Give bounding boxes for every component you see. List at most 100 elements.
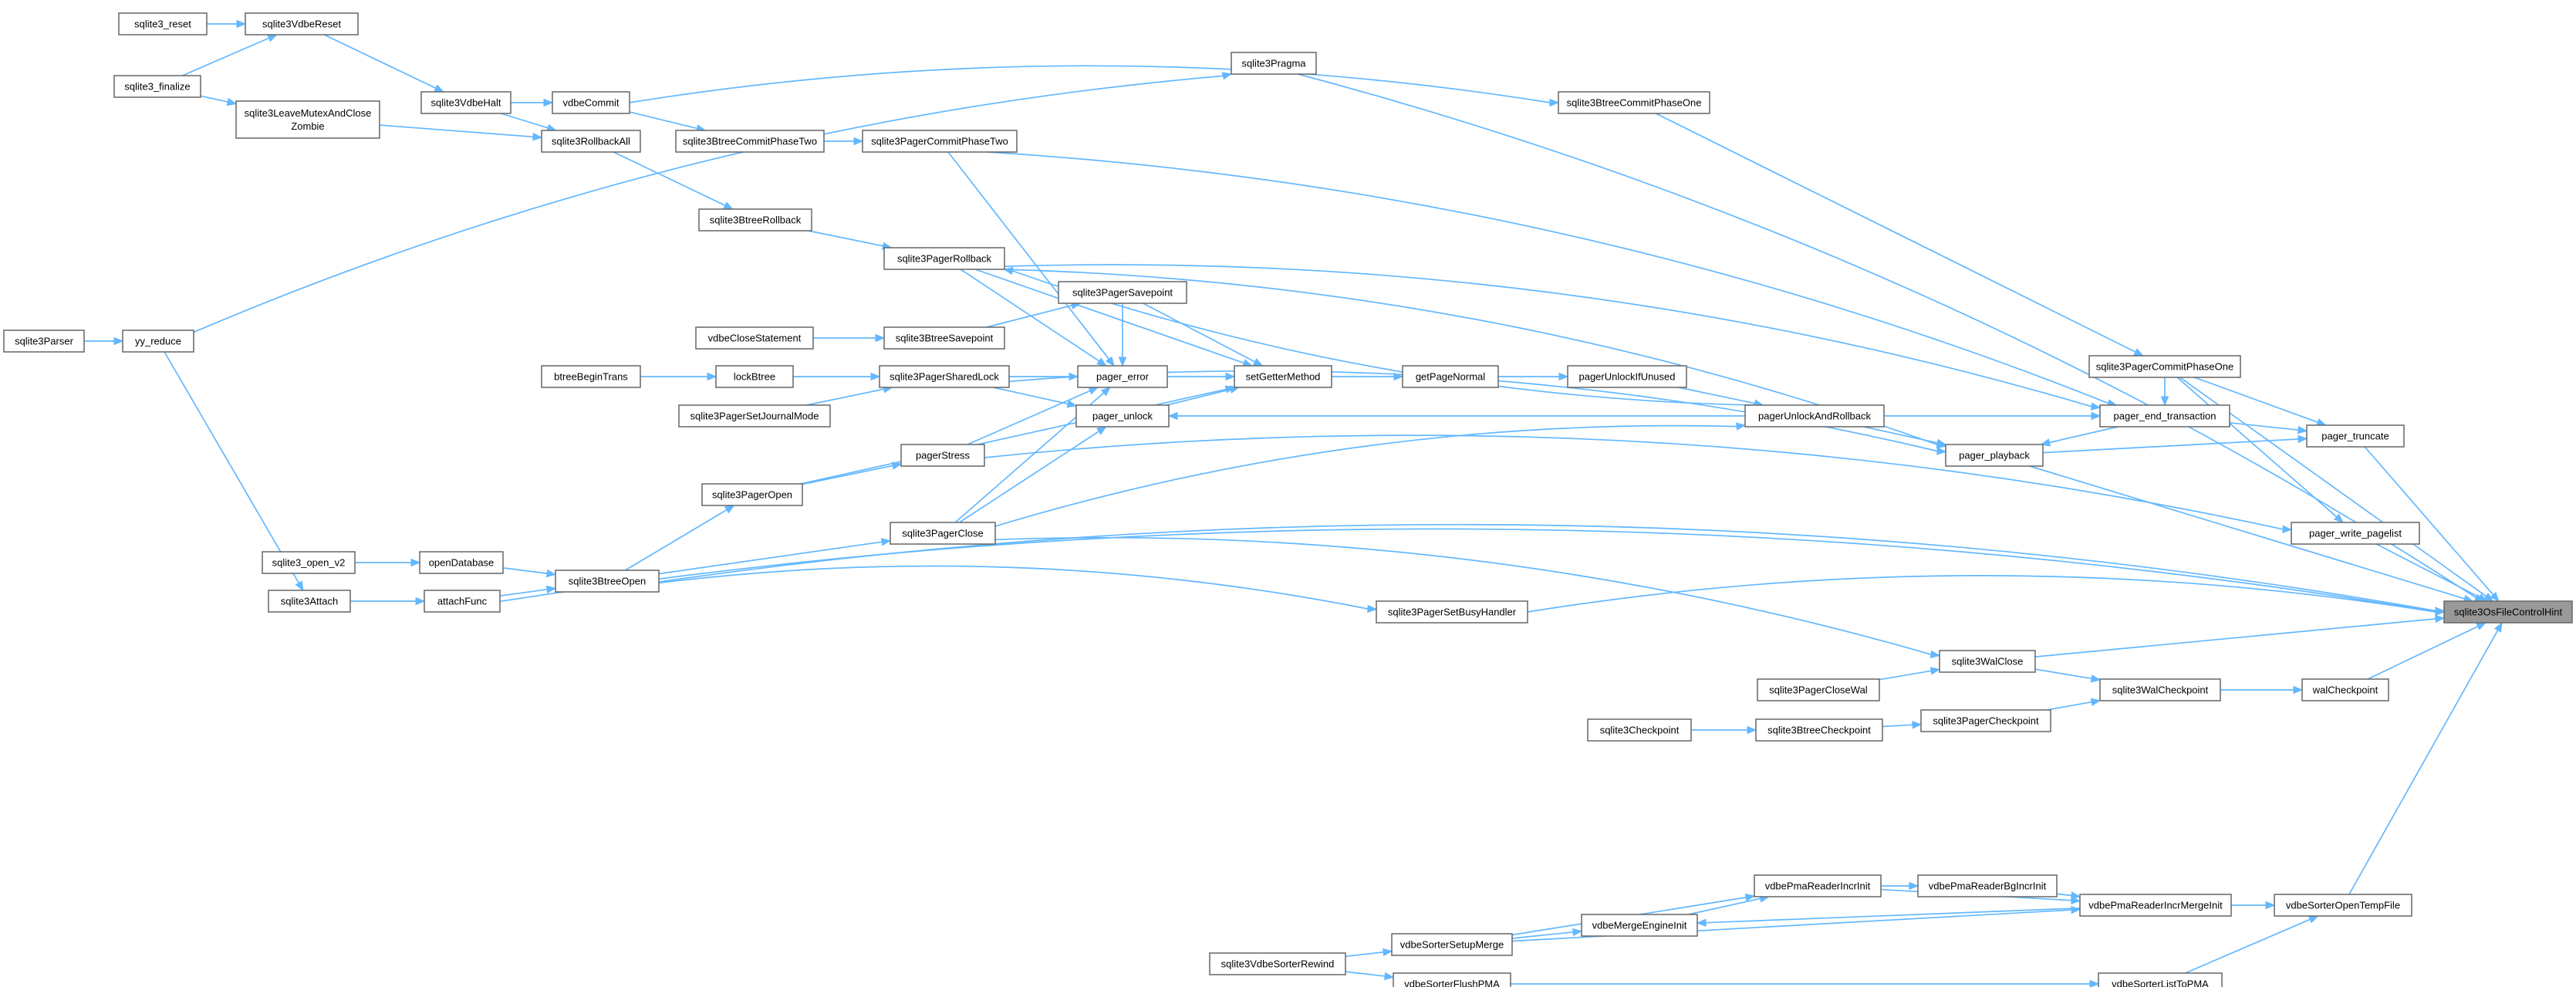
arrowhead-icon xyxy=(2308,915,2319,924)
node-label: sqlite3PagerCommitPhaseTwo xyxy=(871,136,1008,147)
edge-sqlite3VdbeSorterRewind-to-vdbeSorterFlushPMA xyxy=(1345,971,1395,981)
node-label: vdbeCommit xyxy=(563,97,620,109)
node-pager_error[interactable]: pager_error xyxy=(1077,365,1168,388)
node-sqlite3PagerCloseWal[interactable]: sqlite3PagerCloseWal xyxy=(1757,678,1880,701)
edge-sqlite3VdbeHalt-to-sqlite3RollbackAll xyxy=(501,113,557,132)
edge-line xyxy=(808,230,883,247)
node-box xyxy=(1391,933,1513,956)
node-sqlite3PagerSetJournalMode[interactable]: sqlite3PagerSetJournalMode xyxy=(678,404,831,428)
node-sqlite3BtreeSavepoint[interactable]: sqlite3BtreeSavepoint xyxy=(883,326,1005,350)
edge-vdbePmaReaderIncrMergeInit-to-vdbeSorterOpenTempFile xyxy=(2231,901,2276,910)
arrowhead-icon xyxy=(1105,356,1115,367)
node-pager_playback[interactable]: pager_playback xyxy=(1945,444,2044,467)
edge-line xyxy=(1655,113,2136,353)
node-label: sqlite3PagerCheckpoint xyxy=(1933,715,2039,727)
arrowhead-icon xyxy=(2333,513,2344,523)
node-sqlite3RollbackAll[interactable]: sqlite3RollbackAll xyxy=(541,130,641,153)
arrowhead-icon xyxy=(1100,387,1111,397)
arrowhead-icon xyxy=(1735,422,1747,431)
node-box xyxy=(2088,355,2241,378)
node-box xyxy=(678,404,831,428)
node-vdbeSorterFlushPMA[interactable]: vdbeSorterFlushPMA xyxy=(1393,972,1511,987)
edge-vdbePmaReaderBgIncrInit-to-vdbePmaReaderIncrMergeInit xyxy=(2056,891,2081,900)
node-label: getPageNormal xyxy=(1416,371,1485,383)
node-pager_write_pagelist[interactable]: pager_write_pagelist xyxy=(2291,522,2420,545)
node-pager_truncate[interactable]: pager_truncate xyxy=(2306,424,2405,448)
node-vdbePmaReaderIncrMergeInit[interactable]: vdbePmaReaderIncrMergeInit xyxy=(2079,894,2232,917)
node-sqlite3VdbeReset[interactable]: sqlite3VdbeReset xyxy=(245,12,359,35)
node-lockBtree[interactable]: lockBtree xyxy=(715,365,794,388)
node-label: sqlite3RollbackAll xyxy=(552,136,630,147)
arrowhead-icon xyxy=(1096,426,1107,435)
node-label: sqlite3Parser xyxy=(15,336,74,347)
node-sqlite3PagerCheckpoint[interactable]: sqlite3PagerCheckpoint xyxy=(1920,709,2051,732)
arrowhead-icon xyxy=(543,98,554,107)
node-sqlite3_reset[interactable]: sqlite3_reset xyxy=(118,12,208,35)
arrowhead-icon xyxy=(853,137,864,146)
arrowhead-icon xyxy=(1558,372,1569,381)
node-sqlite3BtreeCheckpoint[interactable]: sqlite3BtreeCheckpoint xyxy=(1755,718,1883,742)
node-sqlite3Attach[interactable]: sqlite3Attach xyxy=(268,590,351,613)
node-vdbeSorterSetupMerge[interactable]: vdbeSorterSetupMerge xyxy=(1391,933,1513,956)
node-sqlite3_open_v2[interactable]: sqlite3_open_v2 xyxy=(262,551,356,574)
node-sqlite3PagerClose[interactable]: sqlite3PagerClose xyxy=(890,522,996,545)
node-sqlite3PagerRollback[interactable]: sqlite3PagerRollback xyxy=(883,247,1005,270)
node-setGetterMethod[interactable]: setGetterMethod xyxy=(1234,365,1332,388)
node-sqlite3WalClose[interactable]: sqlite3WalClose xyxy=(1939,650,2036,673)
node-pagerStress[interactable]: pagerStress xyxy=(900,444,985,467)
node-sqlite3OsFileControlHint[interactable]: sqlite3OsFileControlHint xyxy=(2443,600,2573,624)
node-yy_reduce[interactable]: yy_reduce xyxy=(122,330,194,353)
node-sqlite3Parser[interactable]: sqlite3Parser xyxy=(3,330,85,353)
node-sqlite3PagerCommitPhaseOne[interactable]: sqlite3PagerCommitPhaseOne xyxy=(2088,355,2241,378)
edge-line xyxy=(1166,388,1231,406)
node-vdbeCommit[interactable]: vdbeCommit xyxy=(552,91,630,114)
node-openDatabase[interactable]: openDatabase xyxy=(419,551,504,574)
node-attachFunc[interactable]: attachFunc xyxy=(424,590,501,613)
edge-lockBtree-to-sqlite3PagerSharedLock xyxy=(793,372,881,381)
node-btreeBeginTrans[interactable]: btreeBeginTrans xyxy=(541,365,641,388)
node-pagerUnlockAndRollback[interactable]: pagerUnlockAndRollback xyxy=(1744,404,1885,428)
node-sqlite3BtreeOpen[interactable]: sqlite3BtreeOpen xyxy=(555,570,660,593)
node-sqlite3PagerCommitPhaseTwo[interactable]: sqlite3PagerCommitPhaseTwo xyxy=(862,130,1018,153)
node-sqlite3WalCheckpoint[interactable]: sqlite3WalCheckpoint xyxy=(2099,678,2221,701)
node-sqlite3PagerSharedLock[interactable]: sqlite3PagerSharedLock xyxy=(879,365,1010,388)
node-box xyxy=(1234,365,1332,388)
arrowhead-icon xyxy=(2315,418,2327,427)
arrowhead-icon xyxy=(113,336,124,346)
node-sqlite3Pragma[interactable]: sqlite3Pragma xyxy=(1231,52,1317,75)
node-sqlite3VdbeSorterRewind[interactable]: sqlite3VdbeSorterRewind xyxy=(1209,952,1346,975)
node-sqlite3BtreeCommitPhaseOne[interactable]: sqlite3BtreeCommitPhaseOne xyxy=(1558,91,1710,114)
edge-pager_truncate-to-sqlite3OsFileControlHint xyxy=(2364,446,2500,603)
node-sqlite3VdbeHalt[interactable]: sqlite3VdbeHalt xyxy=(420,91,511,114)
node-sqlite3PagerOpen[interactable]: sqlite3PagerOpen xyxy=(701,483,803,506)
node-getPageNormal[interactable]: getPageNormal xyxy=(1402,365,1499,388)
edge-pager_end_transaction-to-pager_truncate xyxy=(2229,421,2308,434)
node-walCheckpoint[interactable]: walCheckpoint xyxy=(2301,678,2389,701)
node-sqlite3BtreeRollback[interactable]: sqlite3BtreeRollback xyxy=(698,208,812,232)
node-sqlite3PagerSavepoint[interactable]: sqlite3PagerSavepoint xyxy=(1058,281,1187,304)
node-pagerUnlockIfUnused[interactable]: pagerUnlockIfUnused xyxy=(1567,365,1687,388)
arrowhead-icon xyxy=(2297,434,2308,444)
node-label: sqlite3Pragma xyxy=(1241,58,1306,69)
node-vdbeMergeEngineInit[interactable]: vdbeMergeEngineInit xyxy=(1581,914,1698,937)
node-vdbeCloseStatement[interactable]: vdbeCloseStatement xyxy=(695,326,814,350)
node-label: sqlite3_finalize xyxy=(124,81,190,93)
edge-line xyxy=(806,388,884,406)
edge-line xyxy=(499,588,548,597)
edge-sqlite3PagerOpen-to-pagerStress xyxy=(802,461,903,485)
node-sqlite3_finalize[interactable]: sqlite3_finalize xyxy=(113,75,201,98)
node-sqlite3Checkpoint[interactable]: sqlite3Checkpoint xyxy=(1587,718,1692,742)
node-sqlite3PagerSetBusyHandler[interactable]: sqlite3PagerSetBusyHandler xyxy=(1376,600,1528,624)
node-vdbePmaReaderBgIncrInit[interactable]: vdbePmaReaderBgIncrInit xyxy=(1917,874,2058,897)
edge-vdbeCloseStatement-to-sqlite3BtreeSavepoint xyxy=(812,333,886,343)
node-pager_unlock[interactable]: pager_unlock xyxy=(1075,404,1170,428)
node-vdbeSorterOpenTempFile[interactable]: vdbeSorterOpenTempFile xyxy=(2274,894,2412,917)
edge-line xyxy=(2185,918,2311,974)
node-pager_end_transaction[interactable]: pager_end_transaction xyxy=(2099,404,2230,428)
node-vdbeSorterListToPMA[interactable]: vdbeSorterListToPMA xyxy=(2098,972,2223,987)
node-sqlite3BtreeCommitPhaseTwo[interactable]: sqlite3BtreeCommitPhaseTwo xyxy=(675,130,825,153)
edge-line xyxy=(200,95,228,103)
edge-line xyxy=(1511,909,2072,942)
node-vdbePmaReaderIncrInit[interactable]: vdbePmaReaderIncrInit xyxy=(1754,874,1882,897)
